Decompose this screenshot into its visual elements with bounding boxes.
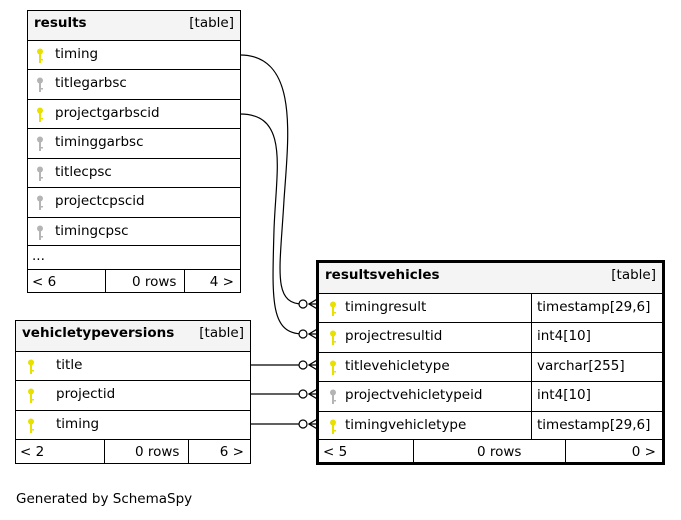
key-icon [36,136,44,152]
column-type: timestamp[29,6] [537,417,651,433]
key-icon [329,301,337,317]
key-icon [36,195,44,211]
row-count: 0 rows [132,274,177,290]
column-row[interactable]: timingresult timestamp[29,6] [319,293,662,322]
edge-end-circle [298,360,308,370]
column-name: timingvehicletype [345,417,467,433]
column-row[interactable]: projectresultid int4[10] [319,322,662,352]
more-indicator: ... [32,248,45,264]
column-row[interactable]: title [16,351,250,380]
column-row[interactable]: timingvehicletype timestamp[29,6] [319,411,662,439]
table-results[interactable]: results [table] timing titlegarbsc proje… [27,10,241,293]
table-type: [table] [611,267,656,283]
column-row[interactable]: projectid [16,380,250,410]
column-type: int4[10] [537,328,591,344]
column-name: projectgarbscid [55,105,160,121]
key-icon [329,389,337,405]
column-row[interactable]: projectcpscid [28,187,240,217]
key-icon [27,388,35,404]
table-resultsvehicles[interactable]: resultsvehicles [table] timingresult tim… [316,260,665,465]
column-name: projectid [56,386,116,402]
column-row[interactable]: titlegarbsc [28,69,240,99]
generated-by-caption: Generated by SchemaSpy [16,491,193,507]
key-icon [36,107,44,123]
column-name: projectvehicletypeid [345,387,483,403]
edge-end-circle [298,419,308,429]
table-header: vehicletypeversions [table] [16,321,250,351]
column-row[interactable]: titlevehicletype varchar[255] [319,352,662,381]
column-name: titlegarbsc [55,75,127,91]
key-icon [36,48,44,64]
edge-end-circle [298,299,308,309]
parents-link[interactable]: < 5 [323,444,348,460]
more-columns: ... [28,245,240,269]
children-link[interactable]: 6 > [219,444,244,460]
table-name: results [34,15,87,31]
table-footer: < 2 0 rows 6 > [16,439,250,463]
key-icon [36,225,44,241]
table-footer: < 6 0 rows 4 > [28,269,240,292]
table-header: resultsvehicles [table] [319,263,662,293]
column-row[interactable]: timinggarbsc [28,128,240,158]
column-name: timing [56,416,100,432]
column-name: timingcpsc [55,223,129,239]
column-name: timing [55,46,99,62]
column-row[interactable]: projectvehicletypeid int4[10] [319,381,662,411]
column-name: titlecpsc [55,164,112,180]
column-name: projectresultid [345,328,443,344]
children-link[interactable]: 0 > [631,444,656,460]
edge-end-circle [298,329,308,339]
edge-projectgarbscid-projectresultid [239,113,304,335]
parents-link[interactable]: < 6 [32,274,57,290]
key-icon [27,418,35,434]
column-name: projectcpscid [55,193,145,209]
column-row[interactable]: titlecpsc [28,158,240,187]
column-type: int4[10] [537,387,591,403]
column-name: titlevehicletype [345,358,450,374]
row-count: 0 rows [477,444,522,460]
key-icon [329,419,337,435]
table-name: resultsvehicles [325,267,440,283]
table-type: [table] [199,325,244,341]
key-icon [36,77,44,93]
table-name: vehicletypeversions [22,325,175,341]
column-row[interactable]: timing [28,40,240,69]
row-count: 0 rows [135,444,180,460]
column-type: timestamp[29,6] [537,299,651,315]
key-icon [329,360,337,376]
column-type: varchar[255] [537,358,625,374]
key-icon [36,166,44,182]
column-name: timinggarbsc [55,134,144,150]
table-type: [table] [189,15,234,31]
key-icon [27,359,35,375]
children-link[interactable]: 4 > [209,274,234,290]
table-footer: < 5 0 rows 0 > [319,439,662,462]
table-vehicletypeversions[interactable]: vehicletypeversions [table] title projec… [15,320,251,464]
key-icon [329,330,337,346]
table-header: results [table] [28,11,240,40]
column-row[interactable]: projectgarbscid [28,99,240,128]
column-name: timingresult [345,299,427,315]
column-row[interactable]: timing [16,410,250,439]
parents-link[interactable]: < 2 [20,444,45,460]
column-name: title [56,357,83,373]
edge-end-circle [298,389,308,399]
column-row[interactable]: timingcpsc [28,217,240,245]
edge-timing-timingresult [239,54,304,305]
